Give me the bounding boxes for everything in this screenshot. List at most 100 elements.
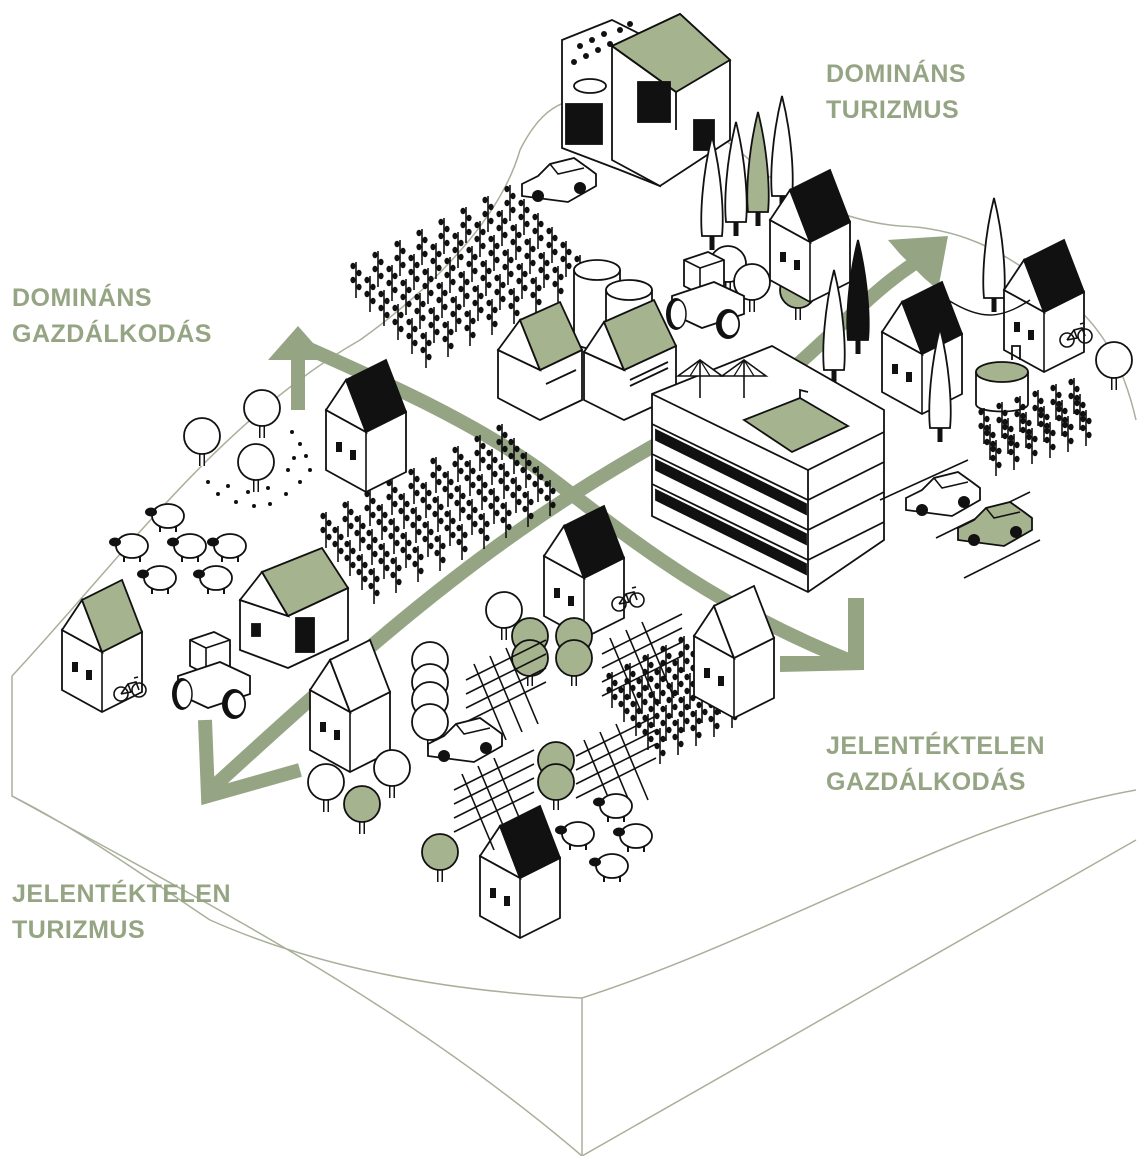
house-icon [479,805,561,939]
vine-plant [477,512,491,550]
vine-plant [421,267,435,305]
tree-icon [1096,342,1132,390]
house-icon [1003,239,1085,373]
vine-plant [493,273,507,311]
vine-plant [385,264,399,302]
vine-plant [415,228,429,266]
arrow-heads [268,236,948,672]
vine-plant [419,331,433,369]
hotel-icon [651,345,885,594]
vine-plant [1061,415,1075,453]
vine-plant [413,292,427,330]
vine-plant [479,259,493,297]
tree-cluster-left [184,390,280,492]
vine-plant [377,289,391,327]
vine-plant [443,256,457,294]
label-line: GAZDÁLKODÁS [826,768,1026,796]
vine-plant [407,253,421,291]
vine-plant [353,514,367,552]
vine-plant [551,265,565,303]
vine-plant [399,531,413,569]
vine-plant [989,439,1003,477]
car-icon [521,157,597,203]
vine-plant [515,262,529,300]
vine-plant [411,545,425,583]
label-negligible-tourism: JELENTÉKTELEN TURIZMUS [12,876,231,948]
vine-plant [485,298,499,336]
vine-plant [459,206,473,244]
vine-plant [1043,421,1057,459]
vine-plant [1007,433,1021,471]
vine-plant [617,685,631,723]
vine-plant [1079,409,1093,447]
vine-plant [457,270,471,308]
vine-plant [659,704,673,742]
vine-plant [689,709,703,747]
vine-plant [517,198,531,236]
vine-plant [487,234,501,272]
vine-plant [531,212,545,250]
vine-plant [665,681,679,719]
vine-plant [629,699,643,737]
arrow-icon [780,598,864,672]
vine-plant [397,492,411,530]
vine-plant [671,658,685,696]
label-line: GAZDÁLKODÁS [12,320,212,348]
label-line: JELENTÉKTELEN [12,880,232,908]
vine-plant [635,676,649,714]
vine-plant [441,470,455,508]
label-line: JELENTÉKTELEN [826,732,1046,760]
barn-icon [238,546,350,669]
vine-plant [537,251,551,289]
vine-plant [343,539,357,577]
tractor-icon [171,631,251,720]
arrow-icon [268,326,328,360]
vine-plant [523,237,537,275]
vine-plant [503,184,517,222]
vine-plant [509,476,523,514]
vine-plant [387,517,401,555]
house-icon [693,585,775,719]
vine-plant [355,553,369,591]
vine-plant [399,278,413,316]
vine-plant [453,484,467,522]
vine-plant [421,520,435,558]
vine-plant [437,217,451,255]
vine-plant [431,495,445,533]
vine-plant [485,448,499,486]
house-icon [309,639,391,773]
vine-plant [409,506,423,544]
label-dominant-tourism: DOMINÁNS TURIZMUS [826,56,966,128]
vine-plant [419,481,433,519]
vine-plant [375,503,389,541]
vine-plant [429,456,443,494]
vine-plant [371,250,385,288]
vine-plant [449,295,463,333]
sheep-flock-left [108,503,247,595]
vine-plant [385,478,399,516]
label-negligible-farming: JELENTÉKTELEN GAZDÁLKODÁS [826,728,1045,800]
label-line: TURIZMUS [12,916,146,944]
vine-plant [443,509,457,547]
vine-plant [671,718,685,756]
vine-plant [365,528,379,566]
vine-plant [407,467,421,505]
vine-plant [497,462,511,500]
vine-plant [391,303,405,341]
vine-plant [465,245,479,283]
vine-plant [377,542,391,580]
vine-plant [471,284,485,322]
label-line: DOMINÁNS [826,60,967,88]
vine-plant [463,309,477,347]
vine-plant [441,320,455,358]
vine-plant [465,498,479,536]
dotted-field [206,430,312,508]
vine-plant [677,695,691,733]
string-lights [947,299,1031,316]
house-icon [325,359,407,493]
car-icon [957,501,1033,547]
vine-plant [363,489,377,527]
sheep-flock-right [554,793,653,883]
villa [561,12,732,188]
